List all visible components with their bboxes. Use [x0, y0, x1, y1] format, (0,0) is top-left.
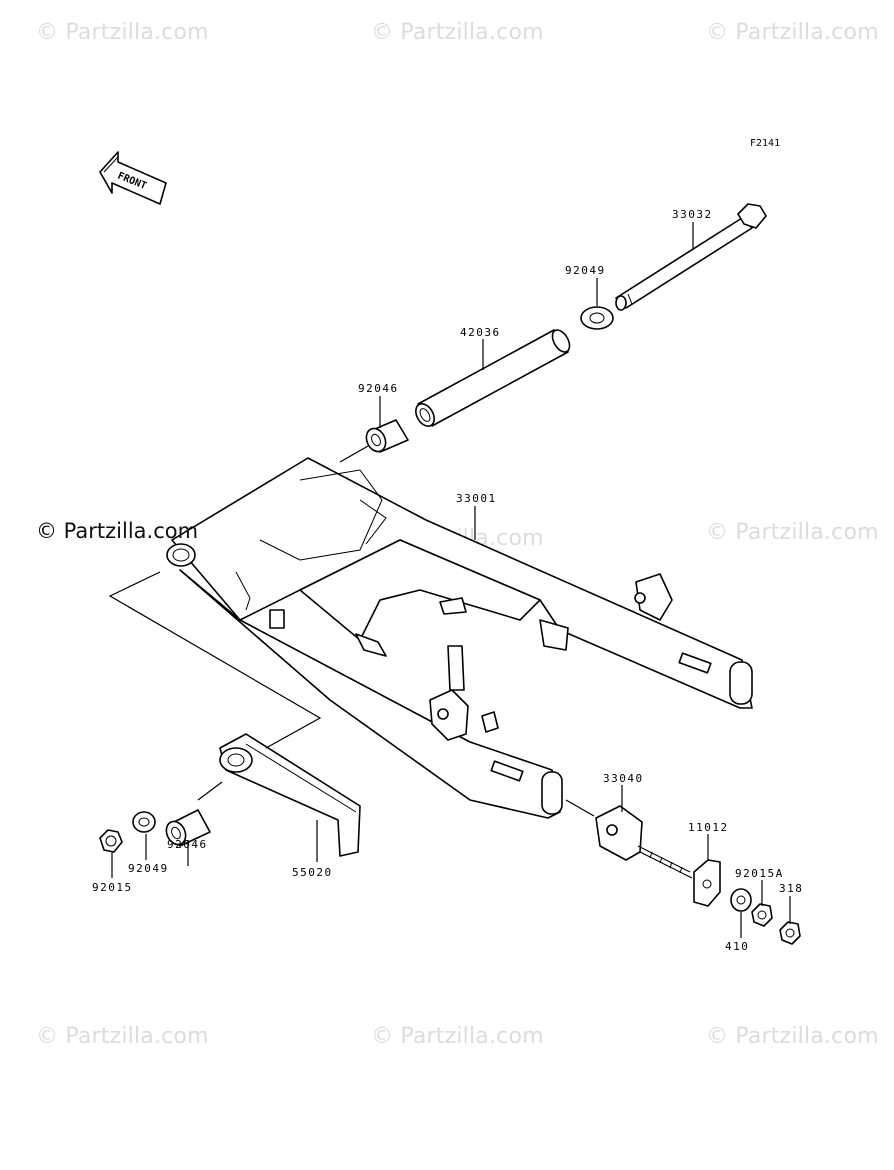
- plate-11012: [693, 859, 721, 907]
- chain-adjuster: [595, 805, 693, 879]
- part-label-55020: 55020: [292, 866, 333, 879]
- part-label-33040: 33040: [603, 772, 644, 785]
- collar-92049: [580, 306, 614, 330]
- watermark: © Partzilla.com: [371, 20, 544, 45]
- part-label-92046-bottom: 92046: [167, 838, 208, 851]
- watermark: © Partzilla.com: [36, 1024, 209, 1049]
- collar-92049-bottom: [132, 811, 156, 833]
- part-label-92049-bottom: 92049: [128, 862, 169, 875]
- part-label-33001: 33001: [456, 492, 497, 505]
- leader-lines: [108, 222, 791, 938]
- part-label-11012: 11012: [688, 821, 729, 834]
- watermark: © Partzilla.com: [706, 520, 879, 545]
- part-label-92046-top: 92046: [358, 382, 399, 395]
- nut-318: [779, 921, 801, 945]
- nut-92015a: [751, 903, 773, 927]
- part-label-92049-top: 92049: [565, 264, 606, 277]
- sleeve-42036: [415, 329, 571, 427]
- front-arrow-icon: FRONT: [99, 151, 167, 205]
- bearing-92046-bottom: [165, 809, 211, 847]
- part-label-318: 318: [779, 882, 804, 895]
- brand-watermark: © Partzilla.com: [36, 519, 199, 543]
- part-label-92015a: 92015A: [735, 867, 784, 880]
- chain-guide: [219, 733, 361, 857]
- nut-92015: [99, 829, 123, 853]
- bearing-92046-top: [365, 419, 409, 453]
- washer-410: [730, 888, 752, 912]
- watermark: © Partzilla.com: [706, 20, 879, 45]
- part-label-33032: 33032: [672, 208, 713, 221]
- pivot-bolt: [615, 203, 767, 311]
- part-label-410: 410: [725, 940, 750, 953]
- figure-id: F2141: [750, 138, 781, 149]
- swingarm: [166, 457, 753, 819]
- part-label-92015: 92015: [92, 881, 133, 894]
- part-label-42036: 42036: [460, 326, 501, 339]
- watermark: © Partzilla.com: [706, 1024, 879, 1049]
- watermark: © Partzilla.com: [36, 20, 209, 45]
- watermark: © Partzilla.com: [371, 1024, 544, 1049]
